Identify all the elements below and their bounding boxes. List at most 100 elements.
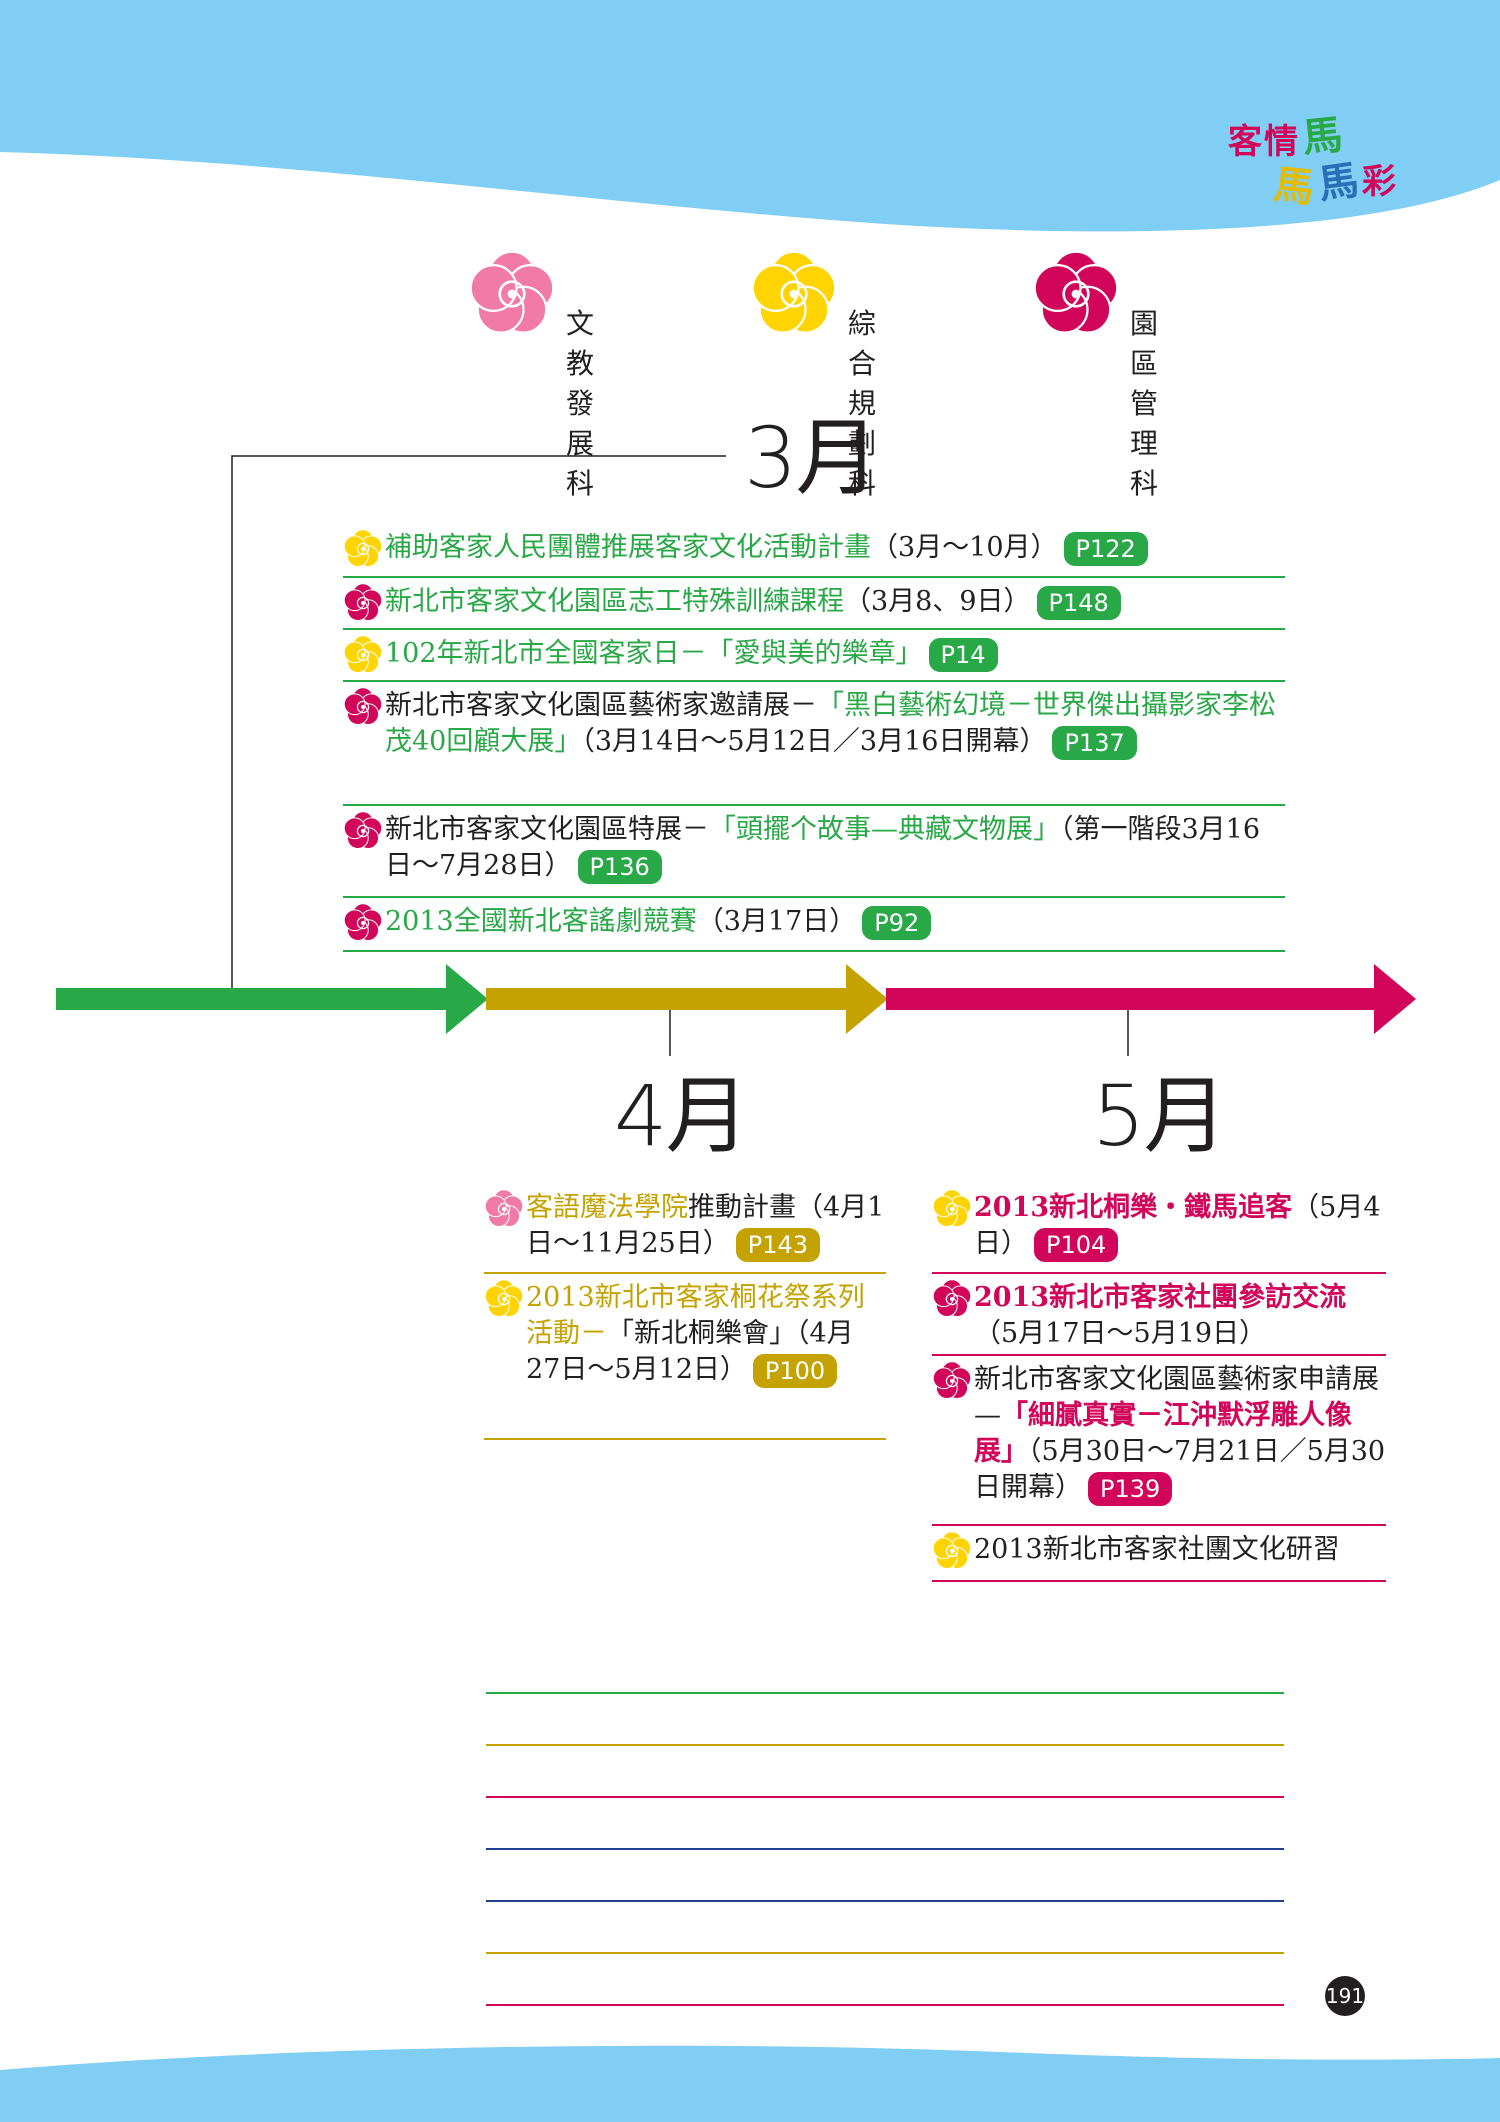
flower-yellow-icon — [932, 1531, 972, 1571]
flower-red-icon — [343, 903, 383, 943]
list-item: 2013新北市客家社團文化研習 — [932, 1531, 1386, 1571]
entry-divider — [932, 1580, 1386, 1582]
flower-yellow-icon — [343, 529, 383, 569]
entry-text-part: （3月14日～5月12日／3月16日開幕） — [581, 726, 1047, 757]
flower-yellow-icon — [343, 635, 383, 675]
list-item: 補助客家人民團體推展客家文化活動計畫（3月～10月）P122 — [343, 529, 1285, 569]
flower-yellow-icon — [484, 1279, 524, 1319]
note-line — [486, 2004, 1284, 2006]
page-reference-badge[interactable]: P14 — [928, 637, 998, 672]
entry-text-part: 「黑白藝術幻境－世界傑出攝影家李松茂40回顧大展」 — [385, 690, 1276, 757]
entry-text-part: 新北市客家文化園區特展－ — [385, 814, 709, 845]
entry-text-part: 2013新北市客家桐花祭系列活動－ — [526, 1282, 865, 1349]
entry-text-part: 新北市客家文化園區志工特殊訓練課程 — [385, 586, 844, 617]
legend-flower-pink-icon — [468, 250, 556, 338]
entry-text-part: 新北市客家文化園區藝術家邀請展－ — [385, 690, 817, 721]
entry-text-part: 2013新北市客家社團文化研習 — [974, 1534, 1340, 1565]
entry-text-part: （3月17日） — [696, 906, 857, 937]
entry-text-part: 客語魔法學院 — [526, 1192, 688, 1223]
month-label-april: 4月 — [614, 1067, 749, 1165]
entry-divider — [932, 1272, 1386, 1274]
entry-text-part: 「新北桐樂會」（4月27日～5月12日） — [526, 1318, 854, 1385]
note-line — [486, 1744, 1284, 1746]
legend-label: 園區管理科 — [1130, 307, 1159, 500]
list-item: 2013全國新北客謠劇競賽（3月17日）P92 — [343, 903, 1285, 943]
entry-text-part: （3月～10月） — [871, 532, 1058, 563]
entry-divider — [932, 1524, 1386, 1526]
page-reference-badge[interactable]: P100 — [752, 1353, 838, 1388]
list-item: 2013新北桐樂・鐵馬追客（5月4日）P104 — [932, 1189, 1386, 1262]
entry-divider — [932, 1354, 1386, 1356]
header-logo: 客 情 馬 馬 馬 彩 — [1228, 104, 1408, 214]
list-item: 新北市客家文化園區藝術家申請展—「細膩真實－江沖默浮雕人像展」（5月30日～7月… — [932, 1361, 1386, 1506]
list-item: 新北市客家文化園區特展－「頭擺个故事—典藏文物展」（第一階段3月16日～7月28… — [343, 811, 1285, 884]
legend-flower-red-icon — [1032, 250, 1120, 338]
entry-text: 102年新北市全國客家日－「愛與美的樂章」P14 — [343, 636, 1285, 672]
entry-text: 新北市客家文化園區藝術家邀請展－「黑白藝術幻境－世界傑出攝影家李松茂40回顧大展… — [343, 688, 1285, 760]
march-connector — [231, 455, 1129, 1056]
flower-red-icon — [343, 687, 383, 727]
legend-label: 綜合規劃科 — [848, 307, 877, 500]
page-reference-badge[interactable]: P104 — [1034, 1227, 1119, 1262]
entry-text-part: （5月30日～7月21日／5月30日開幕） — [974, 1436, 1386, 1503]
entry-text-part: 2013全國新北客謠劇競賽 — [385, 906, 697, 937]
flower-red-icon — [343, 811, 383, 851]
entry-text: 新北市客家文化園區志工特殊訓練課程（3月8、9日）P148 — [343, 584, 1285, 620]
entry-text-part: 「頭擺个故事—典藏文物展」 — [709, 814, 1060, 845]
entry-text-part: 102年新北市全國客家日－「愛與美的樂章」 — [385, 638, 923, 669]
flower-pink-icon — [484, 1189, 524, 1229]
logo-char: 客 — [1228, 122, 1262, 162]
timeline-arrow — [56, 964, 1416, 1034]
entry-text: 2013新北市客家桐花祭系列活動－「新北桐樂會」（4月27日～5月12日）P10… — [484, 1280, 886, 1388]
entry-text: 2013新北桐樂・鐵馬追客（5月4日）P104 — [932, 1190, 1386, 1262]
entry-text-part: （第一階段3月16日～7月28日） — [385, 814, 1261, 881]
page-number: 191 — [1325, 1976, 1365, 2016]
entry-text-part: 「細膩真實－江沖默浮雕人像展」 — [974, 1400, 1352, 1467]
entry-divider — [484, 1272, 886, 1274]
bottom-wave-background — [0, 2045, 1500, 2122]
entry-text: 新北市客家文化園區藝術家申請展—「細膩真實－江沖默浮雕人像展」（5月30日～7月… — [932, 1362, 1386, 1506]
list-item: 新北市客家文化園區志工特殊訓練課程（3月8、9日）P148 — [343, 583, 1285, 623]
entry-text-part: （5月17日～5月19日） — [974, 1318, 1267, 1349]
page-reference-badge[interactable]: P137 — [1052, 725, 1137, 760]
page-reference-badge[interactable]: P136 — [577, 849, 662, 884]
month-label-may: 5月 — [1092, 1067, 1227, 1165]
page-reference-badge[interactable]: P143 — [735, 1227, 820, 1262]
note-line — [486, 1900, 1284, 1902]
logo-char: 情 — [1264, 122, 1298, 162]
entry-text-part: 補助客家人民團體推展客家文化活動計畫 — [385, 532, 871, 563]
entry-text: 客語魔法學院推動計畫（4月1日～11月25日）P143 — [484, 1190, 886, 1262]
page-reference-badge[interactable]: P148 — [1036, 585, 1121, 620]
note-line — [486, 1692, 1284, 1694]
note-line — [486, 1796, 1284, 1798]
page-reference-badge[interactable]: P122 — [1063, 531, 1148, 566]
flower-red-icon — [932, 1279, 972, 1319]
list-item: 客語魔法學院推動計畫（4月1日～11月25日）P143 — [484, 1189, 886, 1262]
page-reference-badge[interactable]: P92 — [862, 905, 932, 940]
legend-flower-yellow-icon — [750, 250, 838, 338]
entry-text-part: （5月4日） — [974, 1192, 1381, 1259]
note-line — [486, 1952, 1284, 1954]
entry-text-part: 2013新北市客家社團參訪交流 — [974, 1282, 1347, 1313]
legend-label: 文教發展科 — [566, 307, 595, 500]
entry-text: 2013全國新北客謠劇競賽（3月17日）P92 — [343, 904, 1285, 940]
entry-divider — [343, 950, 1285, 952]
top-wave-background — [0, 0, 1500, 232]
entry-text: 補助客家人民團體推展客家文化活動計畫（3月～10月）P122 — [343, 530, 1285, 566]
entry-divider — [343, 576, 1285, 578]
entry-divider — [343, 896, 1285, 898]
flower-red-icon — [343, 583, 383, 623]
entry-text: 2013新北市客家社團參訪交流 （5月17日～5月19日） — [932, 1280, 1386, 1352]
list-item: 2013新北市客家社團參訪交流 （5月17日～5月19日） — [932, 1279, 1386, 1352]
entry-text-part: 新北市客家文化園區藝術家申請展— — [974, 1364, 1379, 1431]
logo-char: 彩 — [1362, 162, 1396, 202]
flower-red-icon — [932, 1361, 972, 1401]
entry-text: 2013新北市客家社團文化研習 — [932, 1532, 1386, 1568]
note-line — [486, 1848, 1284, 1850]
entry-text-part: （3月8、9日） — [844, 586, 1031, 617]
page-reference-badge[interactable]: P139 — [1088, 1471, 1173, 1506]
entry-divider — [343, 628, 1285, 630]
entry-divider — [343, 680, 1285, 682]
entry-text: 新北市客家文化園區特展－「頭擺个故事—典藏文物展」（第一階段3月16日～7月28… — [343, 812, 1285, 884]
entry-divider — [484, 1438, 886, 1440]
